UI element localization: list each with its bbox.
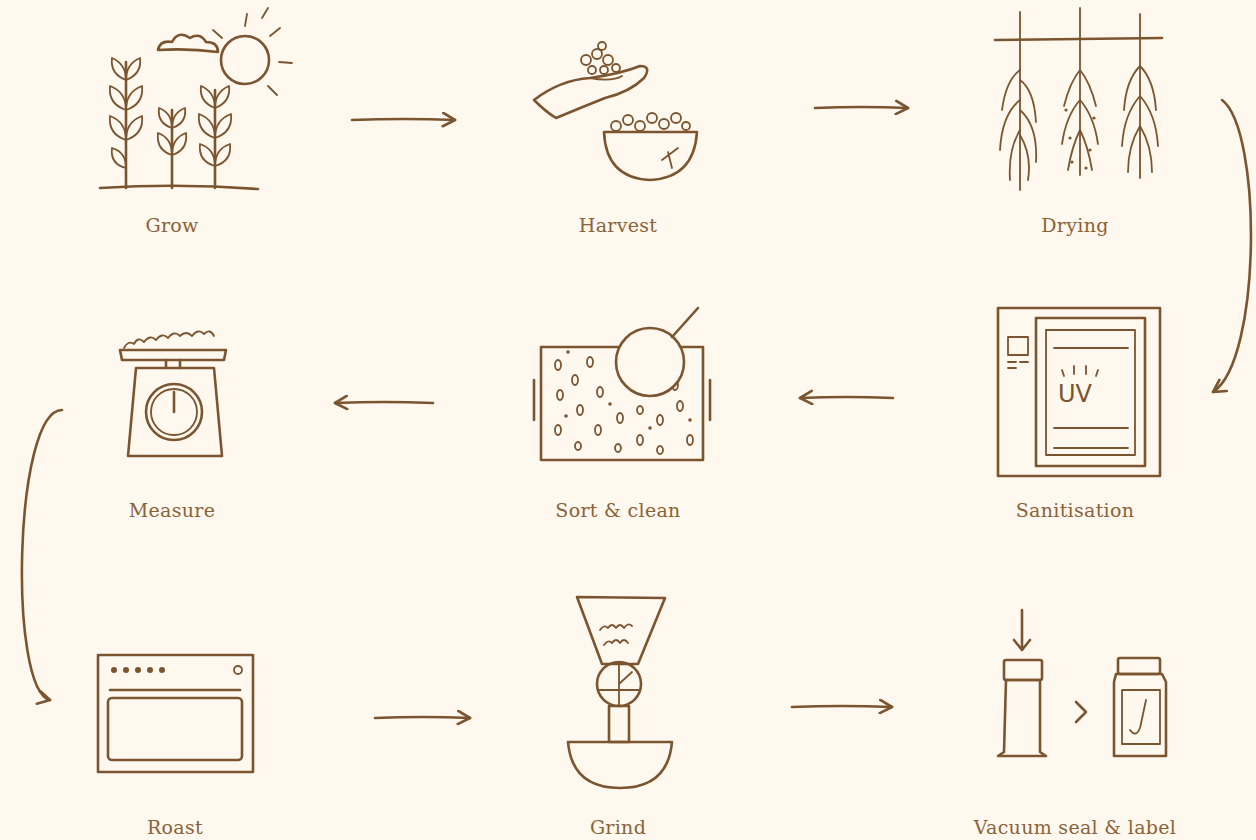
flow-arrow: [815, 107, 908, 108]
flow-arrow: [352, 119, 455, 120]
process-step: Vacuum seal & label: [892, 585, 1242, 840]
step-label: Measure: [22, 497, 322, 523]
flow-arrow: [22, 410, 62, 700]
scale-icon: [120, 331, 226, 456]
step-label: Roast: [25, 814, 325, 840]
uv-text: UV: [1040, 380, 1110, 408]
process-step: Grow: [0, 0, 352, 245]
sanitiser-cabinet-icon: [998, 308, 1160, 476]
oven-icon: [98, 655, 253, 772]
grow-icon: [100, 8, 292, 189]
process-step: Measure: [62, 290, 335, 540]
process-step: Sort & clean: [433, 290, 800, 540]
flow-arrow: [800, 397, 893, 398]
flow-arrow: [375, 717, 470, 718]
sorting-tray-icon: [534, 308, 710, 460]
harvest-icon: [534, 42, 697, 180]
step-label: Sanitisation: [925, 497, 1225, 523]
grinder-icon: [568, 597, 672, 788]
drying-icon: [995, 8, 1162, 190]
step-label: Drying: [925, 212, 1225, 238]
process-step: Grind: [470, 585, 792, 840]
step-label: Grind: [468, 814, 768, 840]
process-step: Sanitisation: [893, 290, 1213, 540]
process-step: Drying: [908, 0, 1222, 245]
flow-arrow: [1213, 100, 1251, 392]
step-label: Vacuum seal & label: [925, 814, 1225, 840]
jar-icon: [998, 610, 1166, 756]
process-step: Roast: [50, 585, 375, 840]
step-label: Sort & clean: [468, 497, 768, 523]
flow-arrow: [792, 706, 892, 707]
step-label: Harvest: [468, 212, 768, 238]
flow-arrow: [335, 402, 433, 403]
step-label: Grow: [22, 212, 322, 238]
process-step: Harvest: [455, 0, 815, 245]
